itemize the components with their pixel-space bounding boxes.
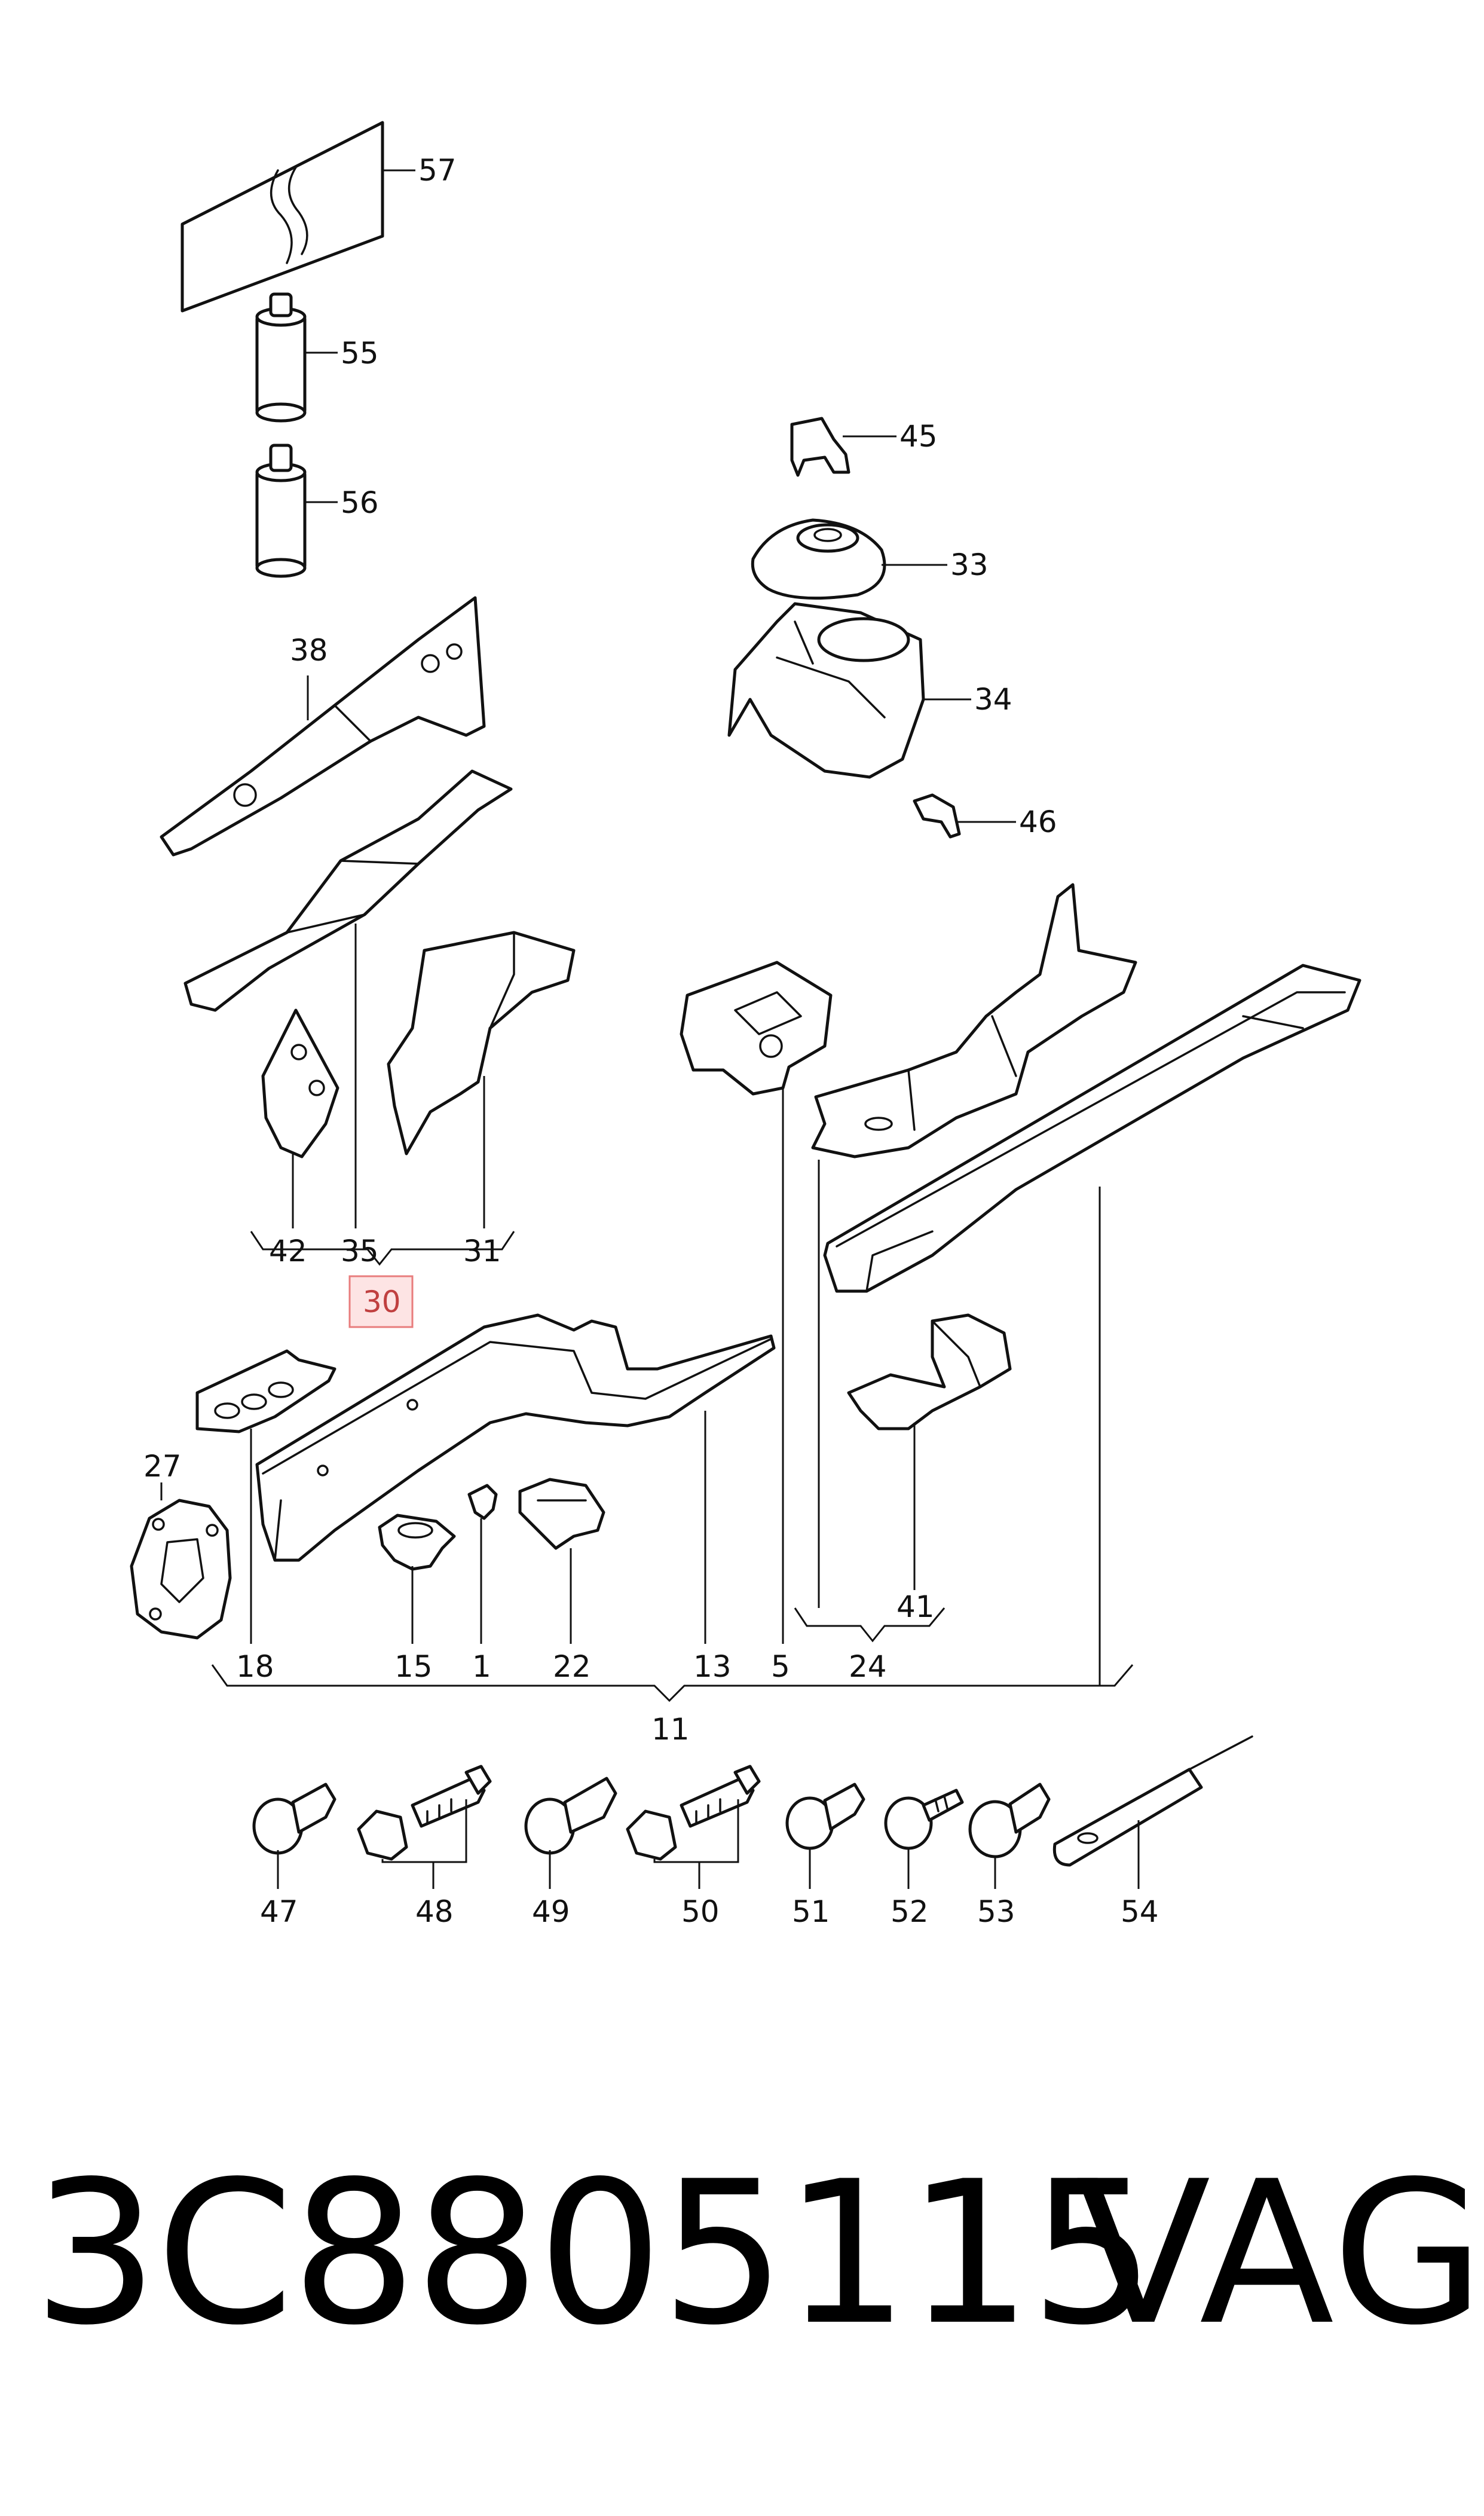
part-45-bracket <box>790 417 896 477</box>
callout-38[interactable]: 38 <box>290 633 328 668</box>
part-27-reinforcement <box>130 1482 232 1640</box>
callout-1[interactable]: 1 <box>472 1649 491 1684</box>
group-bracket-30 <box>250 1231 515 1266</box>
part-50-screw-set <box>626 1765 761 1889</box>
part-22-bracket <box>518 1478 605 1644</box>
callout-18[interactable]: 18 <box>236 1649 274 1684</box>
part-18-plate <box>195 1349 336 1644</box>
group-bracket-24 <box>794 1607 946 1643</box>
part-42-plate <box>261 1008 339 1228</box>
part-57-tape <box>180 121 415 313</box>
part-31-wheel-arch <box>387 931 576 1228</box>
callout-24[interactable]: 24 <box>849 1649 887 1684</box>
callout-13[interactable]: 13 <box>693 1649 732 1684</box>
part-53-push-rivet <box>968 1783 1051 1889</box>
callout-34[interactable]: 34 <box>974 682 1012 717</box>
part-13-frame-rail <box>255 1313 776 1644</box>
footer: 3C8805115 VAG <box>0 2128 1484 2379</box>
callout-51[interactable]: 51 <box>792 1894 830 1929</box>
part-41-support <box>847 1313 1012 1590</box>
part-number: 3C8805115 <box>33 2139 1155 2368</box>
part-48-screw-set <box>357 1765 492 1889</box>
part-54-cartridge <box>1052 1735 1253 1889</box>
group-bracket-11 <box>211 1664 1134 1702</box>
callout-35[interactable]: 35 <box>341 1234 379 1268</box>
callout-11[interactable]: 11 <box>651 1712 690 1747</box>
callout-46[interactable]: 46 <box>1019 805 1057 839</box>
part-46-clip <box>913 793 1016 839</box>
part-34-strut-tower <box>727 602 971 779</box>
part-24-tower-plate <box>811 883 1137 1608</box>
part-55-can <box>255 292 338 423</box>
part-47-push-rivet <box>252 1783 336 1889</box>
callout-48[interactable]: 48 <box>415 1894 454 1929</box>
callout-30-highlight[interactable]: 30 <box>348 1275 414 1328</box>
callout-30[interactable]: 30 <box>363 1285 401 1319</box>
callout-41[interactable]: 41 <box>896 1589 935 1624</box>
part-51-push-rivet <box>785 1783 865 1889</box>
callout-27[interactable]: 27 <box>143 1449 182 1484</box>
part-52-screw <box>884 1789 964 1889</box>
callout-49[interactable]: 49 <box>532 1894 570 1929</box>
callout-56[interactable]: 56 <box>341 485 379 520</box>
part-15-bracket <box>378 1514 456 1644</box>
callout-45[interactable]: 45 <box>899 419 938 454</box>
callout-52[interactable]: 52 <box>891 1894 929 1929</box>
callout-50[interactable]: 50 <box>681 1894 720 1929</box>
part-35-cross-member <box>183 769 513 1228</box>
callout-31[interactable]: 31 <box>463 1234 501 1268</box>
part-11-side-rail <box>823 964 1361 1293</box>
part-49-push-rivet <box>524 1777 617 1889</box>
callout-55[interactable]: 55 <box>341 336 379 371</box>
part-5-mount-bracket <box>680 961 833 1644</box>
part-38-upper-rail <box>160 596 486 857</box>
brand-name: VAG <box>1076 2139 1484 2368</box>
callout-22[interactable]: 22 <box>553 1649 591 1684</box>
callout-42[interactable]: 42 <box>269 1234 307 1268</box>
callout-15[interactable]: 15 <box>394 1649 433 1684</box>
callout-5[interactable]: 5 <box>771 1649 790 1684</box>
part-56-can <box>255 444 338 578</box>
callout-53[interactable]: 53 <box>977 1894 1015 1929</box>
callout-57[interactable]: 57 <box>418 153 457 188</box>
part-33-strut-mount <box>751 518 947 600</box>
callout-54[interactable]: 54 <box>1121 1894 1159 1929</box>
callout-47[interactable]: 47 <box>260 1894 298 1929</box>
callout-33[interactable]: 33 <box>950 548 989 582</box>
part-1-clip <box>467 1484 498 1644</box>
